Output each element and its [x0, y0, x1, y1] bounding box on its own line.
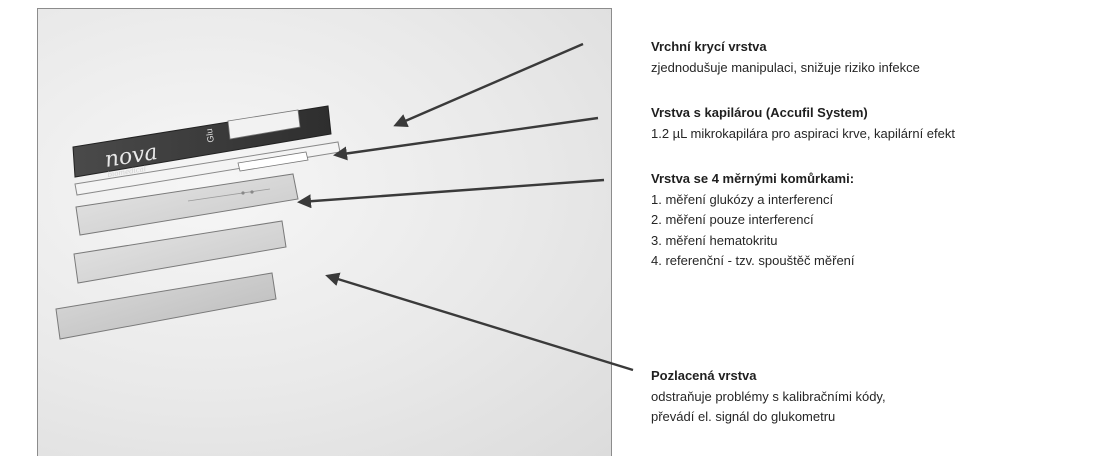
annotation-gold-layer: Pozlacená vrstva odstraňuje problémy s k…	[651, 366, 1091, 428]
top-cover-window	[227, 109, 301, 140]
annotation-title: Pozlacená vrstva	[651, 368, 757, 383]
annotation-line: 2. měření pouze interferencí	[651, 212, 814, 227]
annotation-capillary: Vrstva s kapilárou (Accufil System) 1.2 …	[651, 103, 1091, 144]
annotation-title: Vrstva se 4 měrnými komůrkami:	[651, 171, 855, 186]
annotation-line: odstraňuje problémy s kalibračními kódy,	[651, 388, 886, 404]
annotation-top-cover: Vrchní krycí vrstva zjednodušuje manipul…	[651, 37, 1091, 78]
annotation-line: převádí el. signál do glukometru	[651, 409, 836, 424]
annotation-line: 3. měření hematokritu	[651, 232, 778, 248]
top-cover-layer: nova biomedical Glu	[72, 105, 332, 179]
annotation-line: 4. referenční - tzv. spouštěč měření	[651, 253, 855, 268]
annotation-line: 1.2 µL mikrokapilára pro aspiraci krve, …	[651, 125, 955, 141]
base-layer	[73, 220, 287, 284]
annotation-chambers: Vrstva se 4 měrnými komůrkami: 1. měření…	[651, 169, 1091, 272]
annotation-title: Vrchní krycí vrstva	[651, 39, 767, 54]
strip-illustration: nova biomedical Glu	[37, 8, 612, 456]
logo-glu: Glu	[204, 128, 216, 143]
capillary-channel	[237, 151, 309, 172]
gold-layer	[55, 272, 277, 340]
annotation-title: Vrstva s kapilárou (Accufil System)	[651, 105, 868, 120]
chamber-dot	[250, 190, 254, 194]
chamber-marks	[187, 188, 271, 202]
annotation-line: zjednodušuje manipulaci, snižuje riziko …	[651, 59, 920, 75]
annotation-line: 1. měření glukózy a interferencí	[651, 191, 834, 207]
chamber-dot	[241, 191, 245, 195]
strip-layers-drawing: nova biomedical Glu	[55, 105, 341, 340]
